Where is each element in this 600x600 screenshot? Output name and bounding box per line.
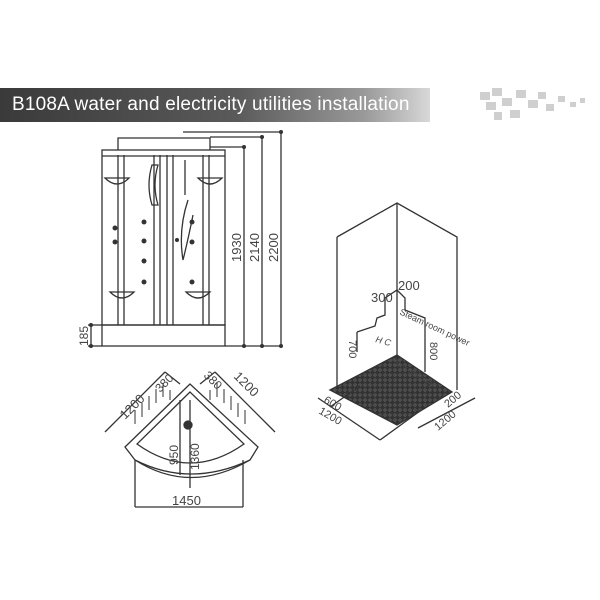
dim-800: 800 [427, 342, 439, 360]
dim-1450: 1450 [172, 493, 201, 508]
dim-950: 950 [167, 445, 181, 465]
dim-380-right: 380 [201, 368, 225, 392]
plan-view [104, 371, 276, 508]
dim-2200: 2200 [266, 233, 281, 262]
dim-1200-iso-right: 1200 [432, 408, 458, 433]
dim-200: 200 [398, 278, 420, 293]
dim-700: 700 [346, 340, 358, 358]
checker-decoration [480, 88, 585, 120]
dim-300: 300 [371, 290, 393, 305]
label-hc: H C [374, 334, 392, 348]
iso-view [317, 202, 476, 441]
page-title: B108A water and electricity utilities in… [12, 94, 410, 115]
dim-1200-right: 1200 [231, 369, 262, 400]
dim-2140: 2140 [247, 233, 262, 262]
title-banner: B108A water and electricity utilities in… [0, 88, 430, 122]
dim-1200-left: 1200 [117, 391, 148, 422]
front-view [88, 131, 282, 347]
dim-1360: 1360 [188, 443, 202, 470]
dim-185: 185 [77, 326, 91, 346]
dim-1930: 1930 [229, 233, 244, 262]
